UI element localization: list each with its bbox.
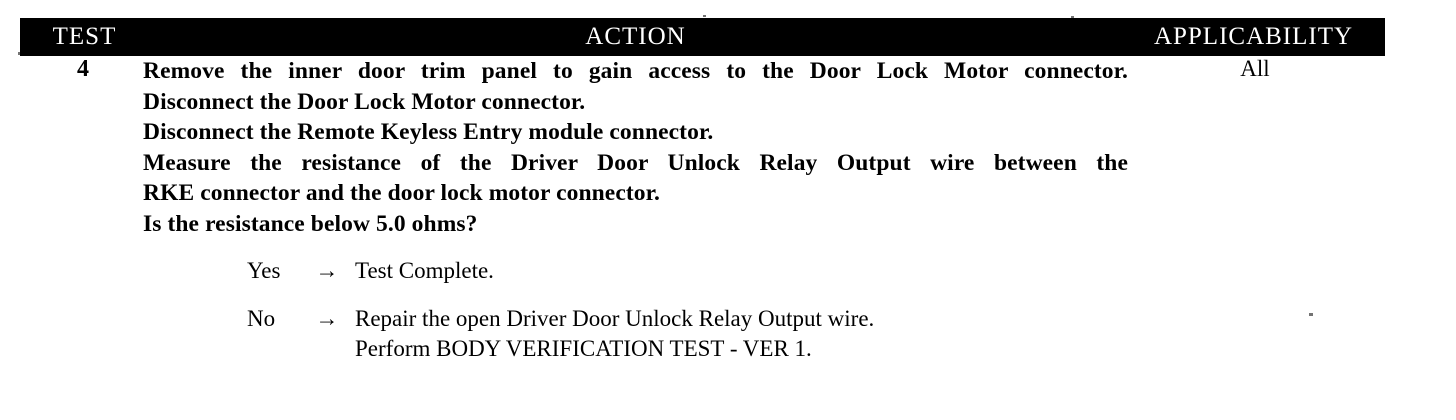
instruction-block: Remove the inner door trim panel to gain… bbox=[143, 56, 1128, 239]
instruction-line: Disconnect the Door Lock Motor connector… bbox=[143, 88, 586, 115]
branch-no-text: Repair the open Driver Door Unlock Relay… bbox=[355, 304, 1128, 364]
branch-block: Yes → Test Complete. No → Repair the ope… bbox=[143, 256, 1128, 364]
branch-text-line: Test Complete. bbox=[355, 258, 494, 283]
column-header-applicability: APPLICABILITY bbox=[1128, 18, 1385, 56]
branch-label-yes: Yes bbox=[247, 258, 281, 283]
scan-speck bbox=[1071, 16, 1074, 18]
scan-speck bbox=[18, 52, 21, 55]
arrow-right-icon: → bbox=[315, 258, 339, 283]
diagnostic-test-table: TEST ACTION APPLICABILITY 4 Remove the i… bbox=[20, 18, 1385, 364]
table-row: 4 Remove the inner door trim panel to ga… bbox=[23, 56, 1382, 364]
applicability-cell: All bbox=[1240, 56, 1270, 81]
arrow-right-icon: → bbox=[315, 306, 339, 331]
column-header-test: TEST bbox=[20, 18, 143, 56]
scan-speck bbox=[1309, 313, 1313, 316]
branch-yes-text: Test Complete. bbox=[355, 256, 1128, 286]
branch-yes: Yes → Test Complete. bbox=[143, 256, 1128, 286]
scan-speck bbox=[703, 15, 706, 17]
branch-label-no: No bbox=[247, 306, 276, 331]
instruction-line: Measure the resistance of the Driver Doo… bbox=[143, 149, 1128, 176]
instruction-line: RKE connector and the door lock motor co… bbox=[143, 180, 660, 206]
instruction-line: Disconnect the Remote Keyless Entry modu… bbox=[143, 119, 714, 145]
branch-text-line: Perform BODY VERIFICATION TEST - VER 1. bbox=[355, 336, 812, 361]
instruction-question-line: Is the resistance below 5.0 ohms? bbox=[143, 210, 478, 237]
branch-no: No → Repair the open Driver Door Unlock … bbox=[143, 304, 1128, 364]
action-cell: Remove the inner door trim panel to gain… bbox=[143, 56, 1128, 364]
branch-text-line: Repair the open Driver Door Unlock Relay… bbox=[355, 306, 875, 331]
instruction-line: Remove the inner door trim panel to gain… bbox=[143, 58, 1128, 84]
test-number-cell: 4 bbox=[77, 56, 89, 82]
table-header-row: TEST ACTION APPLICABILITY bbox=[20, 18, 1385, 56]
column-header-action: ACTION bbox=[143, 18, 1128, 56]
